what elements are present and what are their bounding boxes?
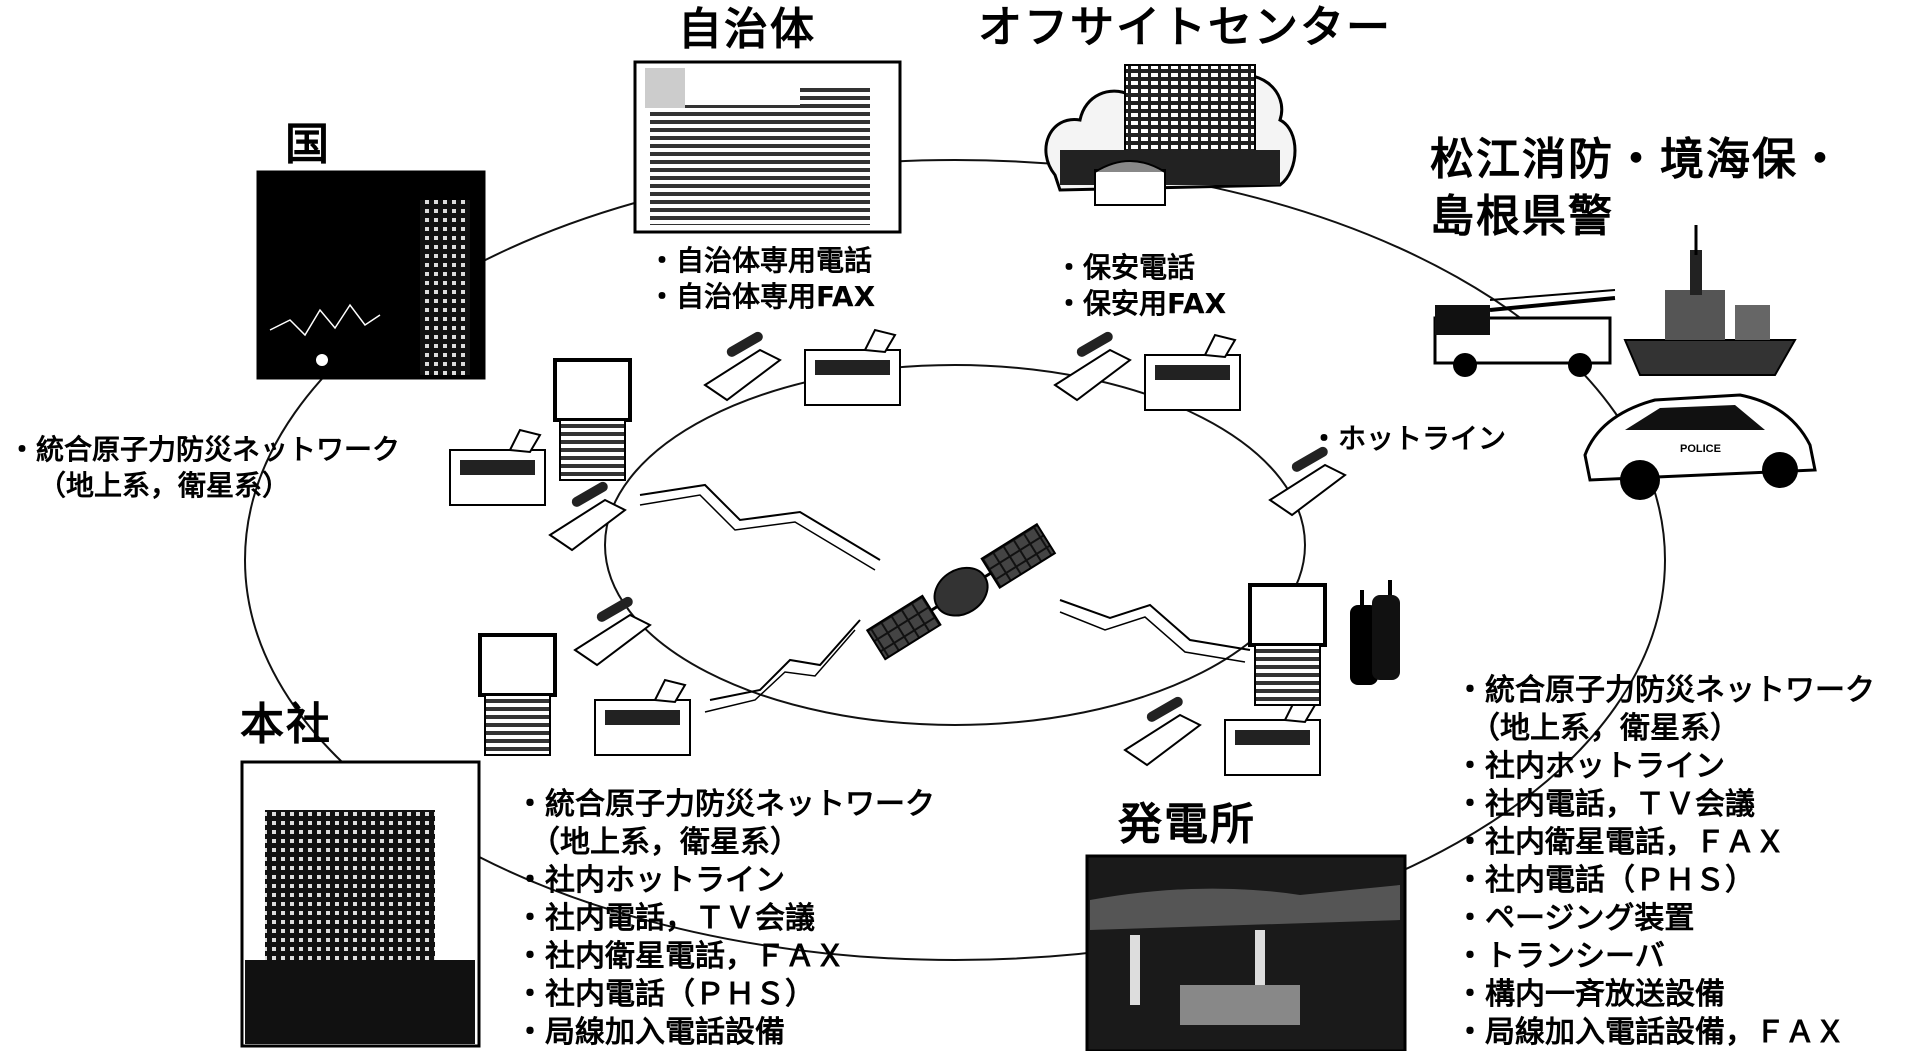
list-item: ・社内衛星電話，ＦＡＸ bbox=[515, 939, 845, 974]
list-item: ・局線加入電話設備，ＦＡＸ bbox=[1455, 1015, 1845, 1050]
list-item: ・自治体専用FAX bbox=[648, 280, 876, 313]
list-item: （地上系，衛星系） bbox=[1470, 711, 1740, 746]
telephone-icon bbox=[1053, 331, 1132, 402]
jichitai-title: 自治体 bbox=[678, 4, 816, 55]
power-plant-image bbox=[1085, 854, 1407, 1051]
list-item: ・統合原子力防災ネットワーク bbox=[1455, 673, 1875, 708]
list-item: （地上系，衛星系） bbox=[530, 825, 800, 860]
list-item: ・保安電話 bbox=[1055, 251, 1196, 284]
matsue-title-line2: 島根県警 bbox=[1430, 191, 1614, 242]
fire-truck-image bbox=[1433, 289, 1616, 377]
radio-link-bolt bbox=[639, 483, 881, 561]
telephone-icon bbox=[1268, 446, 1347, 517]
list-item: ・社内ホットライン bbox=[1455, 749, 1725, 784]
radio-link-bolt bbox=[704, 629, 856, 713]
radio-link-bolt bbox=[639, 494, 876, 571]
list-item: ・社内衛星電話，ＦＡＸ bbox=[1455, 825, 1785, 860]
radio-link-bolt bbox=[709, 619, 861, 701]
fax-machine-icon bbox=[594, 678, 691, 756]
list-item: ・社内ホットライン bbox=[515, 863, 785, 898]
kuni-equipment-list: ・統合原子力防災ネットワーク （地上系，衛星系） bbox=[8, 432, 400, 504]
list-item: ・保安用FAX bbox=[1055, 287, 1227, 320]
offsite-title: オフサイトセンター bbox=[978, 2, 1392, 53]
computer-terminal-icon bbox=[1248, 583, 1327, 706]
list-item: ・ホットライン bbox=[1310, 422, 1507, 455]
list-item: ・局線加入電話設備 bbox=[515, 1015, 785, 1050]
list-item: ・社内電話，ＴＶ会議 bbox=[1455, 787, 1755, 822]
list-item: ・ページング装置 bbox=[1455, 901, 1695, 936]
kuni-title: 国 bbox=[285, 119, 331, 170]
list-item: （地上系，衛星系） bbox=[38, 469, 291, 502]
list-item: ・社内電話（ＰＨＳ） bbox=[515, 977, 815, 1012]
offsite-equipment-list: ・保安電話 ・保安用FAX bbox=[1055, 250, 1226, 322]
inner-satellite-ring bbox=[604, 364, 1306, 726]
list-item: ・社内電話（ＰＨＳ） bbox=[1455, 863, 1755, 898]
telephone-icon bbox=[1123, 696, 1202, 767]
fax-machine-icon bbox=[804, 328, 901, 406]
fax-machine-icon bbox=[1224, 698, 1321, 776]
police-car-image: POLICE bbox=[1583, 393, 1817, 500]
jichitai-equipment-list: ・自治体専用電話 ・自治体専用FAX bbox=[648, 243, 875, 315]
telephone-icon bbox=[548, 481, 627, 552]
hatsudensho-title: 発電所 bbox=[1118, 799, 1256, 850]
satellite-icon bbox=[865, 522, 1057, 661]
outer-network-ring bbox=[244, 159, 1666, 961]
hatsudensho-equipment-list: ・統合原子力防災ネットワーク （地上系，衛星系） ・社内ホットライン ・社内電話… bbox=[1455, 672, 1875, 1052]
patrol-ship-image bbox=[1623, 225, 1797, 376]
list-item: ・構内一斉放送設備 bbox=[1455, 977, 1725, 1012]
honsha-title: 本社 bbox=[240, 699, 332, 750]
computer-terminal-icon bbox=[478, 633, 557, 756]
jichitai-building-image bbox=[633, 60, 902, 234]
fax-machine-icon bbox=[1144, 333, 1241, 411]
kuni-building-image bbox=[256, 170, 486, 380]
fax-machine-icon bbox=[449, 428, 546, 506]
honsha-equipment-list: ・統合原子力防災ネットワーク （地上系，衛星系） ・社内ホットライン ・社内電話… bbox=[515, 786, 935, 1052]
hotline-label: ・ホットライン bbox=[1310, 420, 1506, 458]
police-text: POLICE bbox=[1680, 443, 1721, 455]
matsue-title-line1: 松江消防・境海保・ bbox=[1430, 134, 1844, 185]
offsite-center-image bbox=[1044, 64, 1297, 206]
transceiver-icon bbox=[1350, 580, 1400, 685]
list-item: ・自治体専用電話 bbox=[648, 244, 873, 277]
list-item: ・トランシーバ bbox=[1455, 939, 1665, 974]
telephone-icon bbox=[573, 596, 652, 667]
computer-terminal-icon bbox=[553, 358, 632, 481]
list-item: ・統合原子力防災ネットワーク bbox=[515, 787, 935, 822]
radio-link-bolt bbox=[1059, 611, 1246, 663]
honsha-building-image bbox=[240, 760, 481, 1048]
list-item: ・統合原子力防災ネットワーク bbox=[8, 433, 401, 466]
radio-link-bolt bbox=[1059, 599, 1251, 651]
telephone-icon bbox=[703, 331, 782, 402]
list-item: ・社内電話，ＴＶ会議 bbox=[515, 901, 815, 936]
